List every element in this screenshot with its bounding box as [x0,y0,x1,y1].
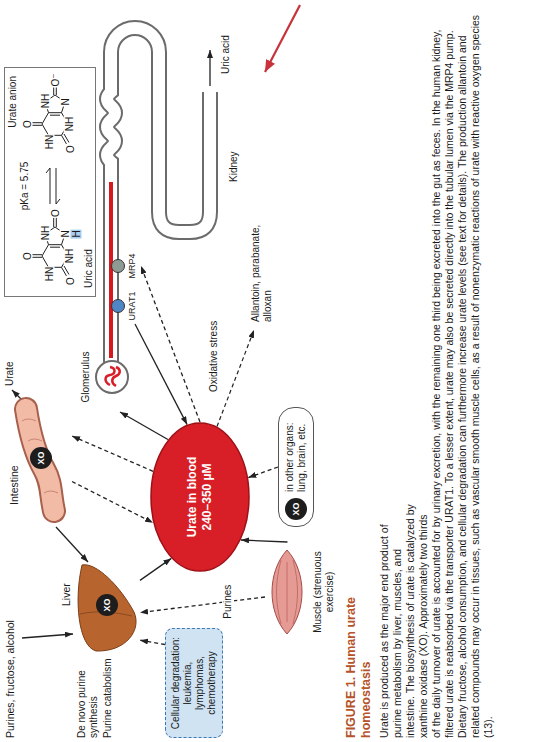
source-box: Cellular degradation: leukemia, lymphoma… [165,628,223,738]
transporter-label: URAT1 [127,288,138,324]
transporter: MRP4 [111,248,141,284]
liver-shape-part [78,565,136,651]
flow-arrow [56,527,88,562]
muscle-shape-part [272,550,302,634]
dashed-arrow [140,640,165,644]
caption-text: Urate is produced as the major end produ… [378,15,494,738]
flow-arrow [135,324,187,425]
nephron-tubule-part [107,28,210,363]
annotation-arrow [265,5,300,72]
liver-organ: Liver XO [60,562,140,654]
caption-block: Urate is produced as the major end produ… [378,4,495,738]
atom-symbol: HN [43,266,54,282]
intestine-tube-part [22,419,58,493]
atom-symbol: O [50,208,61,218]
chem-label: Urate anion [7,76,19,128]
intake-arrow [22,634,73,638]
enzyme-label: XO [30,447,52,469]
edge-label: Purines [222,583,234,621]
pool-label: Urate in blood 240–350 µM [185,449,215,545]
urine-arrow [210,50,211,86]
enzyme-circle: XO [30,447,52,469]
atom-symbol: O [22,119,33,129]
enzyme-label: XO [96,594,118,616]
atom-symbol: H [71,229,82,238]
atom-symbol: NH [40,225,51,241]
atom-symbol: NH [64,116,75,132]
dashed-arrow [72,436,153,471]
enzyme-circle: XO [285,498,307,520]
atom-symbol: O⁻ [50,72,61,87]
text-label: Kidney [228,151,240,182]
atom-symbol: O [22,251,33,261]
box-text: Cellular degradation: leukemia, lymphoma… [170,635,218,731]
box-text: in other organs: lung, brain, etc. [284,416,308,492]
text-label: Oxidative stress [208,321,220,392]
oxidation-arrow [217,330,254,427]
caption-spacer [378,4,418,504]
intestine-tube-part [26,409,54,511]
organ-label: Muscle (strenuous exercise) [312,542,336,642]
text-label: Uric acid [220,35,232,74]
glomerulus-shape-part [96,361,128,393]
blood-pool-ellipse: Urate in blood 240–350 µM [150,422,250,572]
nephron-tubule [107,28,210,363]
text-label: Urate [4,362,16,386]
text-label: Allantoin, parabanate, alloxan [250,212,274,322]
dashed-arrow [72,482,153,523]
atom-symbol: N [60,229,71,238]
urine-arrow-part [209,50,210,86]
intestine-tube-part [26,409,54,511]
transporter-label: MRP4 [127,248,138,284]
blood-ellipse-shape-part [151,423,249,571]
structure-label: Glomerulus [80,342,92,412]
enzyme-label: XO [285,498,307,520]
glomerulus: Glomerulus [80,342,130,412]
organ-label: Intestine [8,465,21,505]
chem-label: pKa = 5.75 [19,136,31,236]
nephron-tubule-part [107,28,210,363]
muscle-shape [265,542,311,642]
organ-label: Liver [60,583,73,606]
text-label: De novo purine synthesis [76,656,100,738]
glomerulus-shape-part [106,367,120,386]
figure-title: FIGURE 1. Human urate homeostasis [344,518,374,738]
enzyme-circle: XO [96,594,118,616]
atom-symbol: O [65,276,76,286]
molecule-structures-part [46,168,60,204]
tissue-box: in other organs: lung, brain, etc. XO [278,407,314,527]
dashed-arrow [141,266,200,422]
chem-label: Uric acid [83,249,95,288]
flow-arrow [120,412,168,440]
flow-arrow [241,540,288,542]
dashed-arrow [248,467,278,478]
text-label: Purine catabolism [102,656,114,738]
muscle-shape-part [277,560,298,624]
transporter-dot [111,299,125,313]
dashed-arrow [140,597,265,613]
atom-symbol: NH [64,248,75,264]
atom-symbol: NH [40,93,51,109]
atom-symbol: HN [43,134,54,150]
flow-arrow [140,558,171,580]
transporter: URAT1 [111,288,141,324]
text-label: Purines, fructose, alcohol [4,620,17,738]
atom-symbol: O [65,144,76,154]
muscle-organ: Muscle (strenuous exercise) [265,542,340,642]
annotation-arrow-part [265,5,300,72]
chemistry-box: Urate anionpKa = 5.75Uric acidOHNONHNHON… [4,67,96,297]
atom-symbol: N [60,97,71,106]
oxidation-arrow-part [217,330,254,427]
transporter-dot [111,259,125,273]
intake-arrow-part [22,634,73,638]
intestine-organ: Intestine XO [8,397,72,527]
